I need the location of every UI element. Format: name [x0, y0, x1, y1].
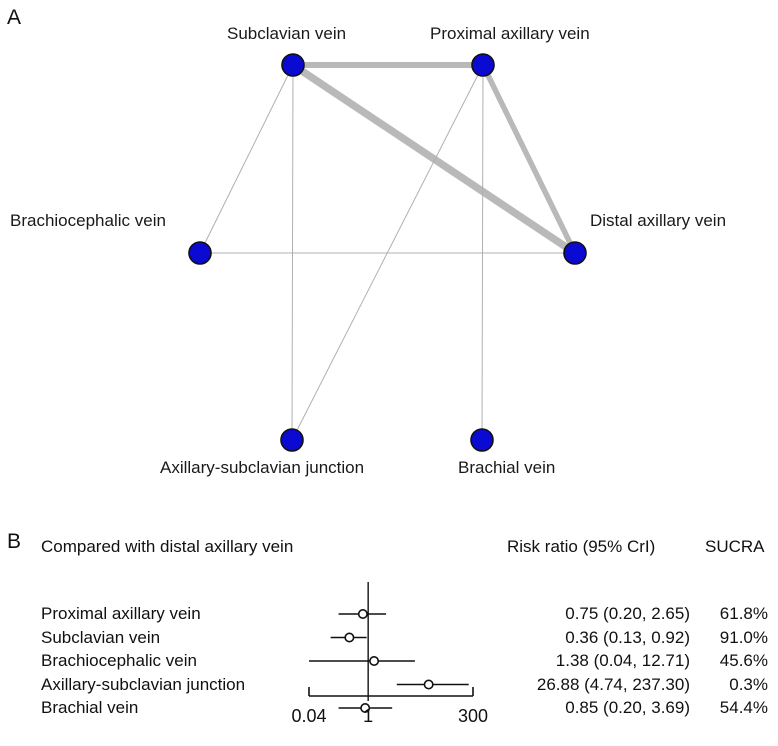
forest-plot-panel: Compared with distal axillary vein Risk r… [0, 500, 778, 746]
forest-axis-layer [308, 582, 474, 701]
forest-row-layer [309, 609, 469, 714]
forest-point-estimate [423, 679, 434, 690]
panel-b-letter: B [7, 530, 22, 553]
network-node-distal_axillary[interactable] [563, 241, 587, 265]
forest-row-effect: 1.38 (0.04, 12.71) [555, 651, 690, 670]
forest-row-label: Subclavian vein [41, 627, 161, 647]
forest-row-label: Proximal axillary vein [41, 604, 201, 623]
forest-row-effect: 0.75 (0.20, 2.65) [565, 604, 690, 623]
network-edge [480, 63, 578, 255]
forest-row[interactable] [338, 609, 387, 620]
forest-row-sucra: 45.6% [719, 651, 768, 670]
forest-row-effect: 0.85 (0.20, 3.69) [565, 698, 690, 717]
forest-row[interactable] [396, 679, 469, 690]
network-graph-svg [188, 53, 587, 452]
forest-row[interactable] [309, 656, 415, 667]
forest-row[interactable] [330, 632, 367, 643]
forest-row-effect: 0.36 (0.13, 0.92) [565, 627, 690, 647]
forest-row-label: Brachial vein [41, 698, 139, 717]
network-node-axillary_junction[interactable] [280, 428, 304, 452]
network-node-brachial[interactable] [470, 428, 494, 452]
network-node-label-proximal_axillary: Proximal axillary vein [430, 24, 590, 43]
forest-xtick-label: 1 [363, 706, 374, 726]
network-node-label-distal_axillary: Distal axillary vein [590, 211, 727, 230]
forest-row-label: Brachiocephalic vein [41, 651, 197, 670]
forest-row-sucra: 91.0% [719, 627, 768, 647]
network-node-label-subclavian: Subclavian vein [227, 24, 347, 43]
network-node-label-axillary_junction: Axillary-subclavian junction [160, 458, 365, 477]
forest-row-sucra: 54.4% [719, 698, 768, 717]
network-node-label-brachial: Brachial vein [458, 458, 556, 477]
forest-row-effect: 26.88 (4.74, 237.30) [536, 674, 690, 694]
network-edge [199, 64, 294, 254]
forest-point-estimate [369, 656, 380, 667]
forest-effect-header: Risk ratio (95% CrI) [507, 537, 656, 556]
forest-xtick-label: 0.04 [291, 706, 327, 726]
forest-comparator-header: Compared with distal axillary vein [41, 537, 294, 556]
forest-row[interactable] [338, 703, 393, 714]
forest-row-sucra: 61.8% [719, 604, 768, 623]
forest-point-estimate [344, 632, 355, 643]
network-node-layer [188, 53, 587, 452]
forest-xtick-label: 300 [457, 706, 489, 726]
network-edge-layer [199, 61, 578, 441]
network-node-subclavian[interactable] [281, 53, 305, 77]
forest-row-sucra: 0.3% [729, 674, 768, 694]
network-node-label-brachiocephalic: Brachiocephalic vein [10, 211, 166, 230]
network-edge [290, 61, 578, 257]
forest-point-estimate [357, 609, 368, 620]
panel-a-letter: A [7, 6, 22, 29]
forest-row-label: Axillary-subclavian junction [41, 674, 246, 694]
network-node-brachiocephalic[interactable] [188, 241, 212, 265]
forest-point-estimate [360, 703, 371, 714]
forest-sucra-header: SUCRA [705, 537, 765, 556]
forest-plot-svg [308, 582, 474, 714]
network-node-proximal_axillary[interactable] [471, 53, 495, 77]
